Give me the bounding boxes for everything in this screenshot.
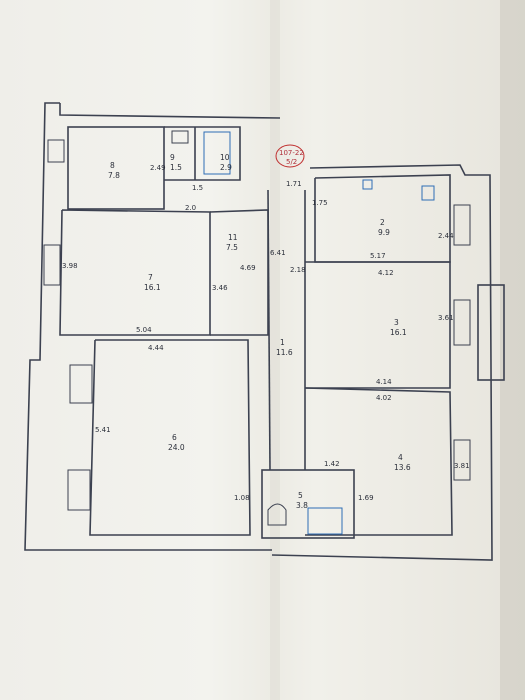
dim-label: 1.42 (324, 460, 340, 468)
wall-room-4 (304, 387, 453, 536)
window (43, 244, 61, 286)
window (69, 364, 93, 404)
room-8-number: 8 (110, 161, 115, 170)
dim-label: 2.18 (290, 266, 306, 274)
room-6-area: 24.0 (168, 443, 185, 452)
window (47, 139, 65, 163)
fixtures (171, 130, 435, 535)
dim-label: 4.14 (376, 378, 392, 386)
dim-label: 4.69 (240, 264, 256, 272)
room-5-number: 5 (298, 491, 303, 500)
room-2-number: 2 (380, 218, 385, 227)
wall-room-5 (261, 469, 355, 539)
wall-top-left (59, 103, 281, 119)
room-3-number: 3 (394, 318, 399, 327)
room-8-area: 7.8 (108, 171, 120, 180)
dim-label: 3.98 (62, 262, 78, 270)
wall-room-11 (209, 209, 269, 336)
room-10-area: 2.9 (220, 163, 232, 172)
dim-label: 3.46 (212, 284, 228, 292)
toilet-icon (267, 503, 287, 526)
room-5-area: 3.8 (296, 501, 308, 510)
wall-room-7 (59, 209, 211, 336)
stamp-text: 107-22 (279, 149, 304, 157)
wall-room-8 (67, 126, 165, 210)
dim-label: 5.04 (136, 326, 152, 334)
wall-wc-bath (164, 126, 241, 181)
bathtub-icon (203, 131, 231, 175)
dim-label: 1.71 (286, 180, 302, 188)
sink-icon (362, 179, 373, 190)
balcony (477, 284, 505, 381)
room-7-area: 16.1 (144, 283, 161, 292)
dim-label: 4.12 (378, 269, 394, 277)
room-11-area: 7.5 (226, 243, 238, 252)
paper-fold (270, 0, 280, 700)
dim-label: 4.44 (148, 344, 164, 352)
wall-outer-right (271, 164, 493, 561)
dim-label: 3.81 (454, 462, 470, 470)
bathtub-icon (307, 507, 343, 535)
dim-label: 3.61 (438, 314, 454, 322)
room-4-area: 13.6 (394, 463, 411, 472)
room-10-number: 10 (220, 153, 230, 162)
room-7-number: 7 (148, 273, 153, 282)
room-9-number: 9 (170, 153, 175, 162)
room-1-number: 1 (280, 338, 285, 347)
wall-corridor-left (267, 189, 271, 471)
room-2-area: 9.9 (378, 228, 390, 237)
dim-label: 1.08 (234, 494, 250, 502)
window (453, 299, 471, 346)
dim-label: 2.49 (150, 164, 166, 172)
window (453, 204, 471, 246)
wall-room-3 (305, 261, 451, 389)
wall-room-6 (89, 339, 251, 536)
room-1-area: 11.6 (276, 348, 293, 357)
dim-label: 1.75 (312, 199, 328, 207)
room-3-area: 16.1 (390, 328, 407, 337)
window (453, 439, 471, 481)
dim-label: 2.0 (185, 204, 196, 212)
stove-icon (421, 185, 435, 201)
dim-label: 4.02 (376, 394, 392, 402)
dimension-labels: 2.49 1.5 2.0 3.98 5.04 3.46 4.69 6.41 4.… (62, 164, 470, 502)
room-9-area: 1.5 (170, 163, 182, 172)
toilet-icon (171, 130, 189, 144)
dim-label: 2.44 (438, 232, 454, 240)
stamp-circle (275, 144, 305, 168)
dim-label: 1.69 (358, 494, 374, 502)
windows (43, 139, 471, 511)
stamp-sub: 5/2 (286, 158, 297, 166)
room-4-number: 4 (398, 453, 403, 462)
room-11-number: 11 (228, 233, 238, 242)
room-6-number: 6 (172, 433, 177, 442)
dim-label: 5.41 (95, 426, 111, 434)
room-labels: 8 7.8 9 1.5 10 2.9 7 16.1 6 24.0 2 9.9 3… (108, 153, 411, 510)
dim-label: 5.17 (370, 252, 386, 260)
dim-label: 1.5 (192, 184, 203, 192)
window (67, 469, 91, 511)
dim-label: 6.41 (270, 249, 286, 257)
wall-outer-left (24, 102, 272, 551)
walls (24, 102, 505, 561)
